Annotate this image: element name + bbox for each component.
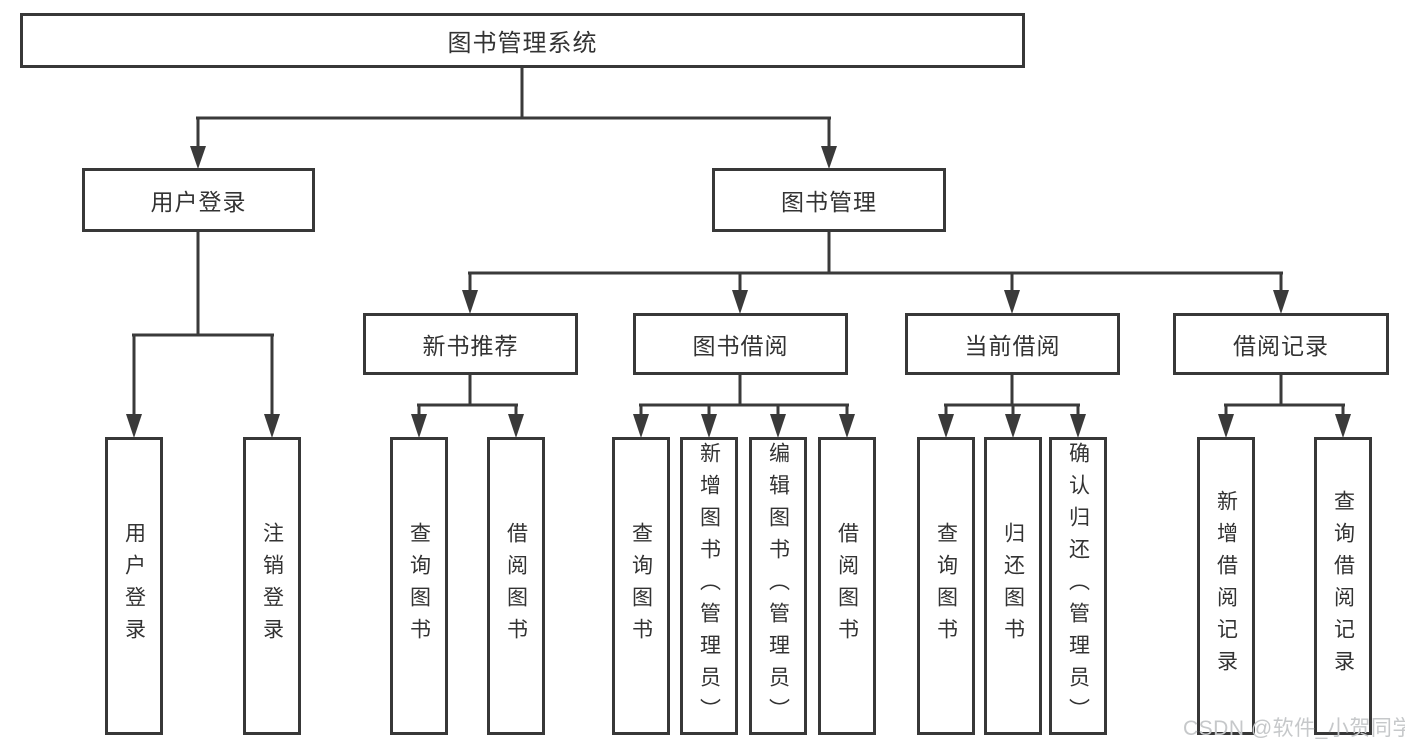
leaf-add-books-admin: 新增图书（管理员） — [680, 437, 738, 735]
leaf-return-books: 归还图书 — [984, 437, 1042, 735]
leaf-user-login: 用户登录 — [105, 437, 163, 735]
node-new-book-recommend: 新书推荐 — [363, 313, 578, 375]
node-label: 图书借阅 — [692, 333, 789, 359]
leaf-borrow-books: 借阅图书 — [818, 437, 876, 735]
node-user-login: 用户登录 — [82, 168, 315, 232]
leaf-label: 注销登录 — [260, 522, 284, 650]
node-label: 图书管理系统 — [447, 30, 598, 57]
leaf-label: 查询图书 — [629, 522, 653, 650]
node-library-management-system: 图书管理系统 — [20, 13, 1025, 68]
leaf-confirm-return-admin: 确认归还（管理员） — [1049, 437, 1107, 735]
node-label: 新书推荐 — [422, 333, 519, 359]
leaf-query-books-current: 查询图书 — [917, 437, 975, 735]
node-label: 借阅记录 — [1233, 333, 1329, 359]
node-borrow-records: 借阅记录 — [1173, 313, 1389, 375]
leaf-query-borrow-record: 查询借阅记录 — [1314, 437, 1372, 735]
leaf-label: 归还图书 — [1001, 522, 1025, 650]
leaf-label: 查询借阅记录 — [1331, 490, 1355, 682]
leaf-label: 查询图书 — [407, 522, 431, 650]
leaf-label: 新增借阅记录 — [1214, 490, 1238, 682]
node-book-management: 图书管理 — [712, 168, 946, 232]
leaf-label: 新增图书（管理员） — [697, 442, 721, 730]
leaf-label: 确认归还（管理员） — [1066, 442, 1090, 730]
node-label: 当前借阅 — [964, 333, 1061, 359]
node-label: 图书管理 — [781, 189, 877, 215]
node-current-borrow: 当前借阅 — [905, 313, 1120, 375]
leaf-label: 查询图书 — [934, 522, 958, 650]
leaf-borrow-books-recommend: 借阅图书 — [487, 437, 545, 735]
leaf-label: 借阅图书 — [835, 522, 859, 650]
leaf-query-books-recommend: 查询图书 — [390, 437, 448, 735]
leaf-edit-books-admin: 编辑图书（管理员） — [749, 437, 807, 735]
node-label: 用户登录 — [150, 189, 247, 215]
watermark: CSDN @软件_小贺同学 — [1183, 717, 1405, 740]
leaf-label: 编辑图书（管理员） — [766, 442, 790, 730]
leaf-query-books-borrow: 查询图书 — [612, 437, 670, 735]
leaf-label: 借阅图书 — [504, 522, 528, 650]
leaf-add-borrow-record: 新增借阅记录 — [1197, 437, 1255, 735]
node-book-borrow: 图书借阅 — [633, 313, 848, 375]
leaf-label: 用户登录 — [122, 522, 146, 650]
leaf-logout: 注销登录 — [243, 437, 301, 735]
